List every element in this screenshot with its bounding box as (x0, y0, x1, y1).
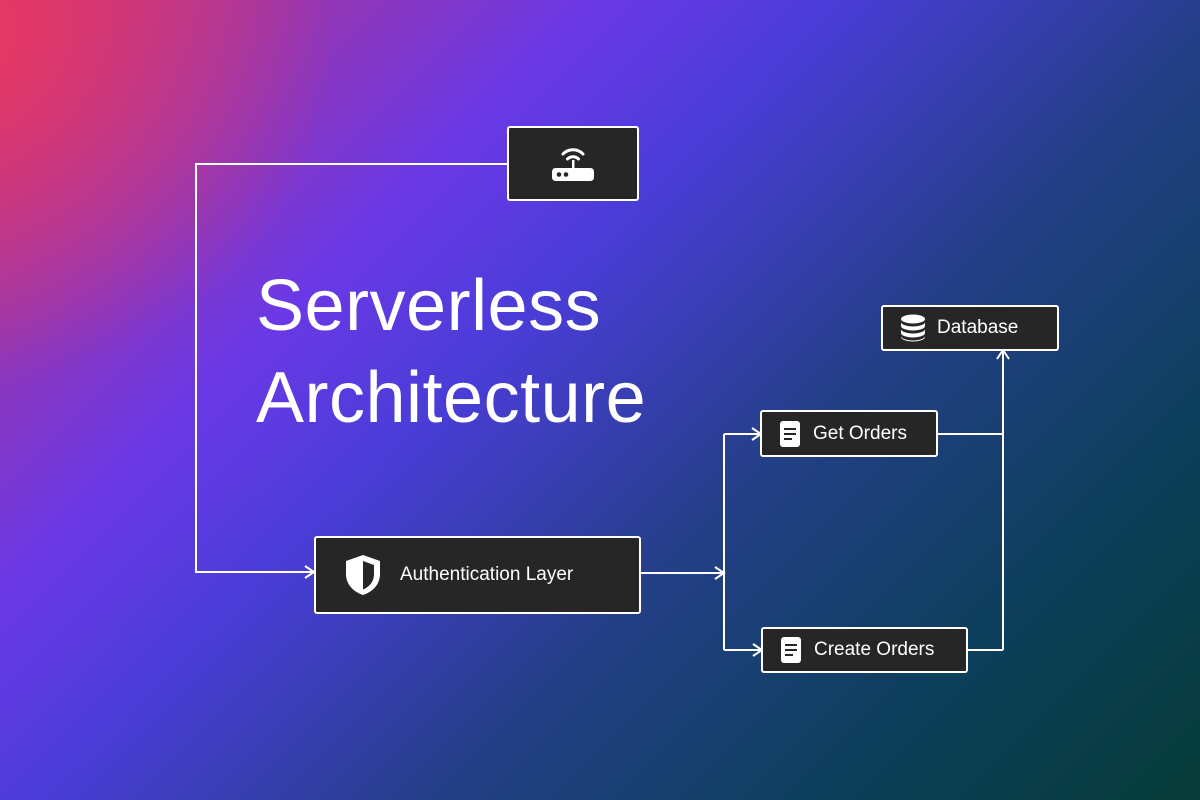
router-icon (552, 147, 594, 181)
router-node (507, 126, 639, 201)
document-icon (780, 420, 800, 447)
create-orders-label: Create Orders (814, 639, 935, 660)
authentication-layer-label: Authentication Layer (400, 564, 574, 585)
diagram-title-line-1: Serverless (256, 266, 602, 346)
database-label: Database (937, 317, 1019, 338)
document-icon (781, 637, 801, 663)
get-orders-label: Get Orders (813, 422, 907, 444)
database-icon (901, 314, 925, 342)
diagram-title-line-2: Architecture (256, 358, 647, 438)
get-orders-node: Get Orders (760, 410, 938, 457)
authentication-layer-node: Authentication Layer (314, 536, 641, 614)
database-node: Database (881, 305, 1059, 351)
create-orders-node: Create Orders (761, 627, 968, 673)
shield-icon (346, 555, 380, 595)
edge-router-to-auth (195, 163, 508, 573)
